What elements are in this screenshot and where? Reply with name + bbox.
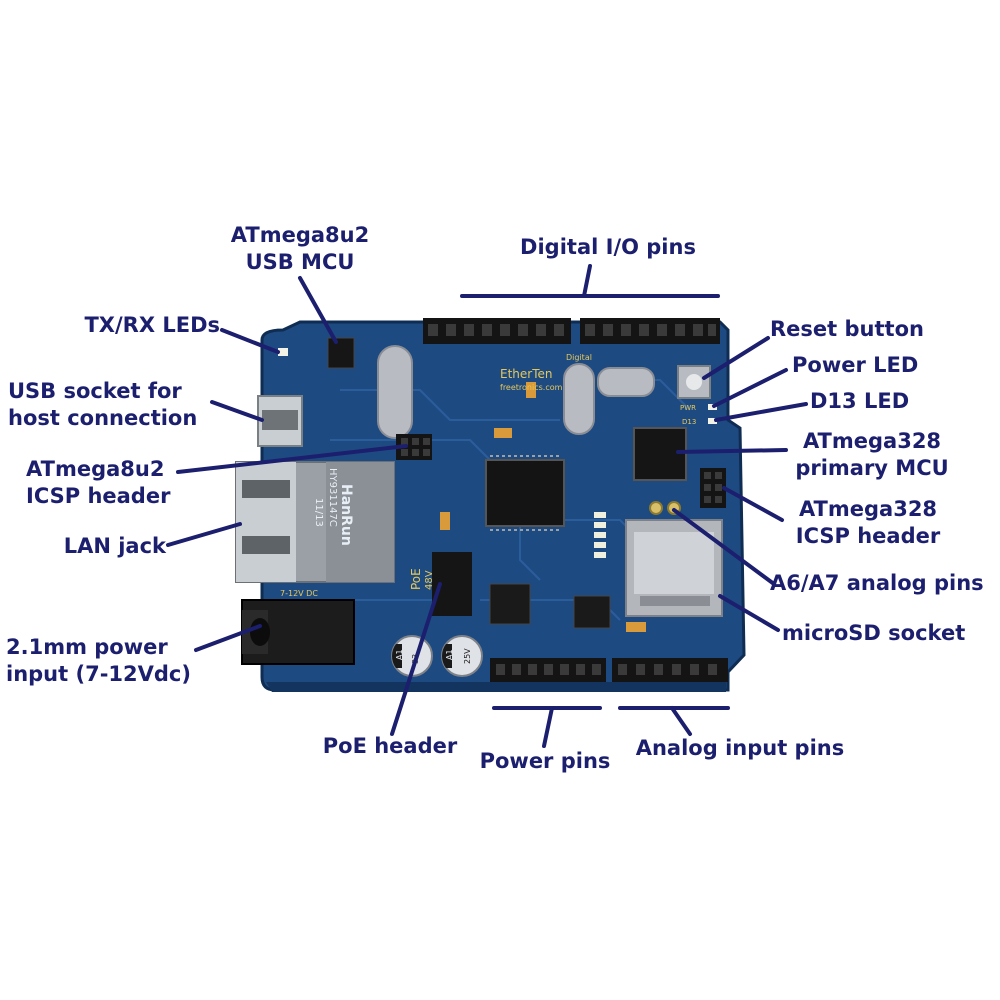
label-atmega328-icsp: ATmega328 ICSP header xyxy=(795,497,941,548)
usb-socket xyxy=(257,395,303,447)
vin-silk-text: 7-12V DC xyxy=(280,589,318,598)
dc-power-jack xyxy=(241,599,355,665)
atmega328-icsp-pins xyxy=(700,468,726,508)
label-microsd-socket: microSD socket xyxy=(782,621,966,645)
jack-brand-text: HanRun xyxy=(338,484,354,546)
analog-pins-leader xyxy=(670,706,692,736)
crystal-3 xyxy=(597,367,655,397)
atmega328-chip xyxy=(633,427,687,481)
atmega8u2-usb-leader xyxy=(298,276,338,344)
capacitor-2 xyxy=(441,635,483,677)
label-usb-socket: USB socket for host connection xyxy=(8,379,198,430)
label-power-input: 2.1mm power input (7-12Vdc) xyxy=(6,635,191,686)
atmega328-leader xyxy=(676,448,788,454)
d13-led-leader xyxy=(714,402,808,422)
poe-silk-text: PoE xyxy=(409,568,423,590)
pcb-edge-shadow xyxy=(266,682,726,692)
usb-socket-leader xyxy=(210,400,264,422)
status-led-bank xyxy=(594,512,606,558)
label-power-led: Power LED xyxy=(792,353,919,377)
cap-voltage-marking: 25V xyxy=(463,648,472,664)
label-digital-io-pins: Digital I/O pins xyxy=(520,235,696,259)
smd-parts xyxy=(440,382,646,632)
crystal-2 xyxy=(563,363,595,435)
label-atmega8u2-usb-mcu: ATmega8u2 USB MCU xyxy=(230,223,370,274)
reset-button-part xyxy=(677,365,711,399)
d13-silk-text: D13 xyxy=(682,418,696,426)
label-reset-button: Reset button xyxy=(770,317,924,341)
board-name-text: EtherTen xyxy=(500,367,553,381)
label-atmega328-mcu: ATmega328 primary MCU xyxy=(795,429,949,480)
label-d13-led: D13 LED xyxy=(810,389,910,413)
cap2-marking: A1 xyxy=(445,649,454,660)
lan-jack xyxy=(235,461,395,583)
tx-rx-leader xyxy=(220,328,280,354)
atmega8u2-chip xyxy=(327,337,355,369)
reset-leader xyxy=(702,336,770,380)
leader-lines xyxy=(166,264,808,748)
label-power-pins: Power pins xyxy=(479,749,611,773)
jack-date-text: 11/13 xyxy=(313,498,324,527)
pwr-silk-text: PWR xyxy=(680,404,696,412)
poe-voltage-text: 48V xyxy=(424,570,435,590)
label-atmega8u2-icsp: ATmega8u2 ICSP header xyxy=(26,457,171,508)
lan-jack-leader xyxy=(166,522,242,547)
label-analog-input-pins: Analog input pins xyxy=(635,736,845,760)
bottom-headers xyxy=(490,658,728,682)
atmega8u2-icsp-leader xyxy=(176,444,408,474)
label-a6a7-pins: A6/A7 analog pins xyxy=(770,571,984,595)
microsd-socket-part xyxy=(625,519,723,617)
label-tx-rx-leds: TX/RX LEDs xyxy=(84,313,220,337)
power-pins-leader xyxy=(542,706,554,748)
d13-led-part xyxy=(708,418,717,424)
microsd-leader xyxy=(718,594,780,632)
poe-leader xyxy=(390,582,442,736)
label-poe-header: PoE header xyxy=(322,734,458,758)
crystal-1 xyxy=(377,345,413,439)
label-lan-jack: LAN jack xyxy=(63,534,166,558)
power-input-leader xyxy=(194,624,262,652)
jack-model-text: HY931147C xyxy=(327,468,338,527)
a6a7-leader xyxy=(672,508,776,586)
digital-io-leader xyxy=(582,264,592,298)
atmega328-icsp-leader xyxy=(722,486,784,522)
regulator-1 xyxy=(489,583,531,625)
cap1-marking: A1 xyxy=(395,649,404,660)
digital-silk-text: Digital xyxy=(566,353,592,362)
txrx-led-part xyxy=(278,348,288,356)
digital-header xyxy=(423,318,720,344)
power-led-leader xyxy=(712,368,788,408)
ethernet-controller-chip xyxy=(485,455,565,531)
regulator-2 xyxy=(573,595,611,629)
board-site-text: freetronics.com xyxy=(500,383,563,392)
